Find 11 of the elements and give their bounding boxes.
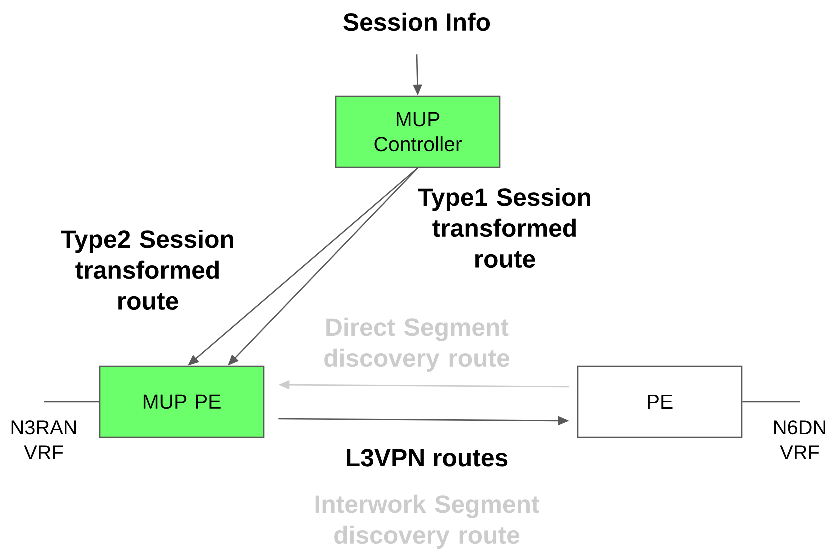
edge-label: Type2 Session transformed route xyxy=(61,230,234,310)
title-text: Session Info xyxy=(344,12,490,32)
router-box: MUP PE xyxy=(99,366,265,438)
controller-box: MUP Controller xyxy=(335,96,501,168)
connector-line xyxy=(742,401,800,403)
vrf-label: N6DN VRF xyxy=(774,420,826,460)
router-box: PE xyxy=(577,366,743,438)
edge-label: L3VPN routes xyxy=(347,449,508,467)
connector-line xyxy=(44,401,100,403)
edge-label: Type1 Session transformed route xyxy=(418,188,590,268)
vrf-label: N3RAN VRF xyxy=(12,420,76,460)
